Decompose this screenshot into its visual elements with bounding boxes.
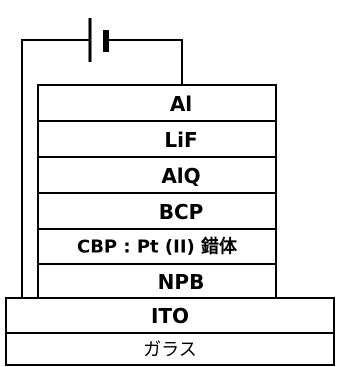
substrate-stack bbox=[5, 297, 335, 366]
layer-label-ito: ITO bbox=[151, 304, 189, 328]
layer-label-alq: AlQ bbox=[161, 164, 200, 188]
layer-label-glass: ガラス bbox=[143, 340, 197, 361]
layer-labels: Al LiF AlQ BCP CBP : Pt (II) 錯体 NPB ITO … bbox=[77, 92, 238, 361]
layer-al bbox=[37, 84, 277, 122]
layer-glass bbox=[5, 332, 335, 366]
layer-label-npb: NPB bbox=[158, 270, 205, 294]
layer-label-al: Al bbox=[170, 92, 192, 116]
layer-cbp-pt bbox=[37, 228, 277, 265]
layer-label-cbp-pt: CBP : Pt (II) 錯体 bbox=[77, 236, 238, 258]
layer-ito bbox=[5, 297, 335, 334]
layer-lif bbox=[37, 120, 277, 158]
layer-alq bbox=[37, 156, 277, 194]
battery-icon bbox=[88, 18, 109, 62]
circuit-wires bbox=[21, 39, 183, 298]
organic-layer-stack bbox=[37, 84, 277, 299]
left-wire bbox=[21, 39, 90, 298]
layer-bcp bbox=[37, 192, 277, 230]
layer-label-lif: LiF bbox=[164, 128, 197, 152]
right-wire bbox=[106, 39, 183, 85]
layer-label-bcp: BCP bbox=[159, 200, 204, 224]
